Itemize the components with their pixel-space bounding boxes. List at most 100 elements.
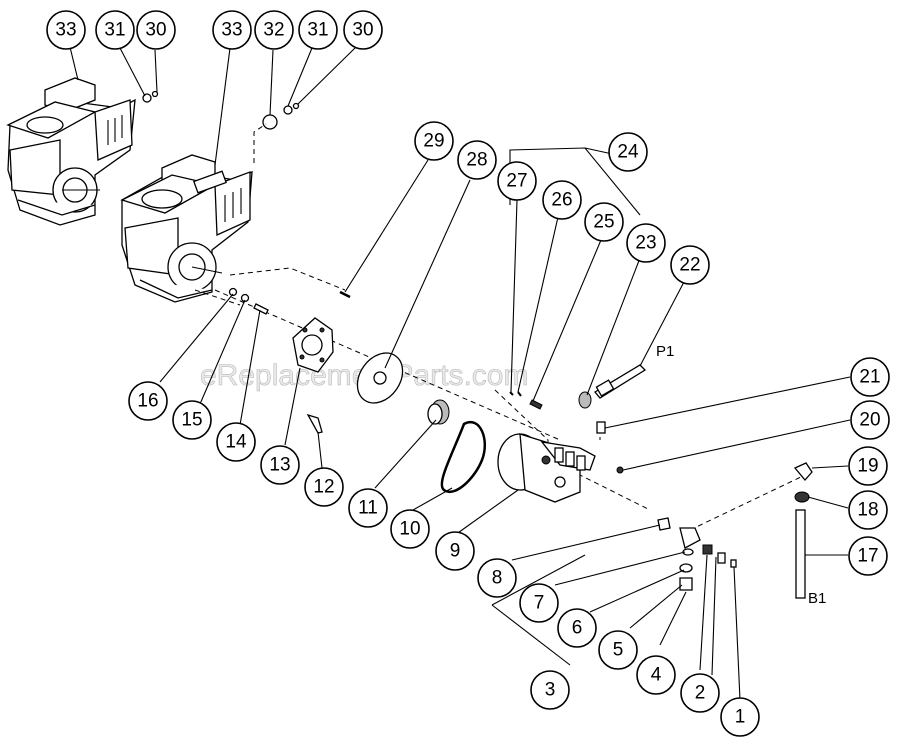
callout-27: 27 xyxy=(497,161,537,201)
fitting-22[interactable] xyxy=(594,364,647,399)
callout-16: 16 xyxy=(128,381,168,421)
callout-7: 7 xyxy=(519,583,559,623)
svg-text:31: 31 xyxy=(307,20,328,41)
callout-1: 1 xyxy=(720,697,760,737)
callout-31-right: 31 xyxy=(298,10,338,50)
svg-text:22: 22 xyxy=(679,255,700,276)
label-b1: B1 xyxy=(808,590,826,607)
mounting-plate-13[interactable] xyxy=(292,317,334,373)
svg-text:15: 15 xyxy=(181,410,202,431)
fastener-30-31-32-right[interactable] xyxy=(262,102,300,130)
svg-text:25: 25 xyxy=(593,212,614,233)
svg-text:3: 3 xyxy=(545,680,556,701)
fitting-8[interactable] xyxy=(657,517,671,531)
svg-text:17: 17 xyxy=(857,546,878,567)
svg-text:26: 26 xyxy=(551,190,572,211)
callout-12: 12 xyxy=(304,467,344,507)
svg-text:7: 7 xyxy=(534,593,545,614)
svg-text:11: 11 xyxy=(358,498,378,519)
callout-28: 28 xyxy=(457,140,497,180)
svg-text:5: 5 xyxy=(613,640,624,661)
callout-31-left: 31 xyxy=(95,10,135,50)
svg-text:33: 33 xyxy=(221,20,242,41)
screw-12[interactable] xyxy=(306,413,323,434)
svg-text:12: 12 xyxy=(313,477,334,498)
cap-6-5[interactable] xyxy=(679,563,693,591)
svg-text:10: 10 xyxy=(399,519,420,540)
gasket-28[interactable] xyxy=(348,344,412,411)
callout-14: 14 xyxy=(216,422,256,462)
ring-18[interactable] xyxy=(794,491,810,503)
callout-25: 25 xyxy=(584,202,624,242)
svg-text:32: 32 xyxy=(263,20,284,41)
svg-text:9: 9 xyxy=(450,541,461,562)
svg-text:27: 27 xyxy=(506,171,527,192)
svg-text:13: 13 xyxy=(269,455,290,476)
svg-text:33: 33 xyxy=(55,20,76,41)
callout-18: 18 xyxy=(848,490,888,530)
callout-32: 32 xyxy=(254,10,294,50)
label-p1: P1 xyxy=(656,343,674,360)
belt-10[interactable] xyxy=(440,420,487,493)
svg-text:23: 23 xyxy=(635,233,656,254)
fastener-30-31-left[interactable] xyxy=(142,90,159,103)
svg-text:14: 14 xyxy=(225,432,247,453)
callout-9: 9 xyxy=(435,531,475,571)
callout-6: 6 xyxy=(557,608,597,648)
svg-text:29: 29 xyxy=(423,131,444,152)
svg-text:31: 31 xyxy=(104,20,125,41)
svg-text:2: 2 xyxy=(695,683,706,704)
leader-lines xyxy=(69,46,851,701)
callout-19: 19 xyxy=(848,446,888,486)
svg-text:19: 19 xyxy=(857,456,878,477)
unloader-23[interactable] xyxy=(578,391,592,409)
svg-text:24: 24 xyxy=(617,142,639,163)
svg-text:16: 16 xyxy=(137,391,158,412)
callout-24: 24 xyxy=(608,132,648,172)
callout-22: 22 xyxy=(670,245,710,285)
svg-text:30: 30 xyxy=(145,20,166,41)
elbow-19[interactable] xyxy=(793,462,813,482)
fittings-2-1[interactable] xyxy=(702,544,737,568)
callout-30-right: 30 xyxy=(343,10,383,50)
tube-17[interactable] xyxy=(795,509,806,599)
engine-left[interactable] xyxy=(6,77,136,226)
callout-4: 4 xyxy=(636,655,676,695)
callout-13: 13 xyxy=(260,445,300,485)
callout-21: 21 xyxy=(850,357,890,397)
svg-text:28: 28 xyxy=(466,150,487,171)
callout-33-left: 33 xyxy=(46,10,86,50)
callout-11: 11 xyxy=(348,488,388,528)
callout-20: 20 xyxy=(850,400,890,440)
callout-17: 17 xyxy=(848,536,888,576)
engine-main[interactable] xyxy=(120,154,253,303)
ball-20[interactable] xyxy=(616,466,624,474)
svg-text:6: 6 xyxy=(572,618,583,639)
callout-23: 23 xyxy=(626,223,666,263)
callout-5: 5 xyxy=(598,630,638,670)
elbow-8[interactable] xyxy=(679,527,701,549)
callout-33-right: 33 xyxy=(212,10,252,50)
pulley-11[interactable] xyxy=(427,399,450,425)
callout-15: 15 xyxy=(172,400,212,440)
svg-text:4: 4 xyxy=(651,665,662,686)
svg-text:18: 18 xyxy=(857,500,878,521)
callout-26: 26 xyxy=(542,180,582,220)
callout-8: 8 xyxy=(477,558,517,598)
svg-text:20: 20 xyxy=(859,410,880,431)
callout-2: 2 xyxy=(680,673,720,713)
svg-text:21: 21 xyxy=(859,367,880,388)
callout-10: 10 xyxy=(390,509,430,549)
callout-29: 29 xyxy=(414,121,454,161)
key-29[interactable] xyxy=(339,290,351,299)
svg-text:8: 8 xyxy=(492,568,503,589)
plug-21[interactable] xyxy=(596,421,606,434)
fasteners-25-26-27[interactable] xyxy=(509,391,543,410)
callout-3: 3 xyxy=(530,670,570,710)
bolt-14-15-16[interactable] xyxy=(228,287,269,315)
callout-30-left: 30 xyxy=(136,10,176,50)
pump-9[interactable] xyxy=(497,433,596,503)
svg-text:30: 30 xyxy=(352,20,373,41)
svg-text:1: 1 xyxy=(735,707,746,728)
